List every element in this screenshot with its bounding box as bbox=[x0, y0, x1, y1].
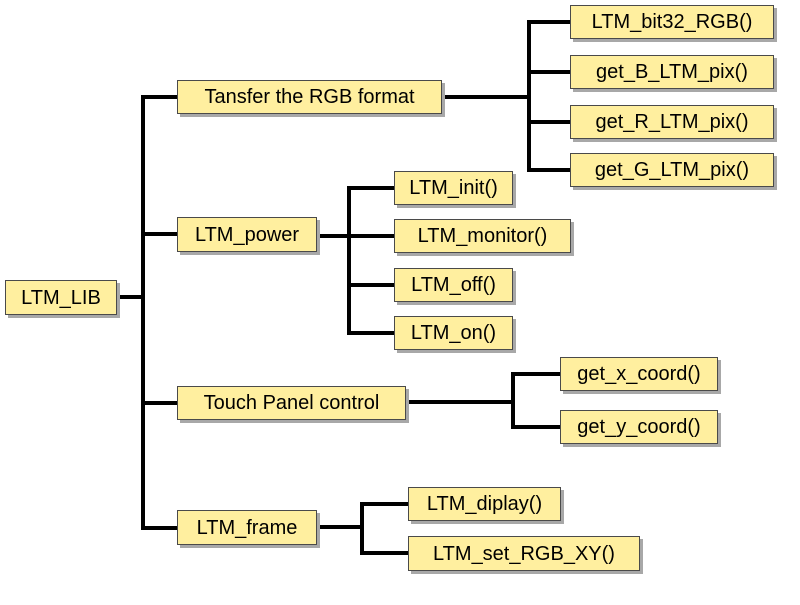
node-get-r-ltm-pix: get_R_LTM_pix() bbox=[570, 105, 774, 139]
node-get-y-coord: get_y_coord() bbox=[560, 410, 718, 444]
node-ltm-on: LTM_on() bbox=[394, 316, 513, 350]
node-ltm-init: LTM_init() bbox=[394, 171, 513, 205]
node-get-g-ltm-pix: get_G_LTM_pix() bbox=[570, 153, 774, 187]
node-label: get_G_LTM_pix() bbox=[594, 159, 750, 181]
node-label: LTM_power bbox=[194, 223, 300, 246]
node-label: get_B_LTM_pix() bbox=[596, 61, 748, 83]
node-label: LTM_on() bbox=[410, 322, 497, 344]
node-label: LTM_init() bbox=[409, 177, 498, 199]
node-ltm-lib: LTM_LIB bbox=[5, 280, 117, 315]
node-label: LTM_monitor() bbox=[417, 225, 548, 247]
node-label: LTM_frame bbox=[196, 516, 298, 539]
node-touch-panel-control: Touch Panel control bbox=[177, 386, 406, 420]
node-label: Tansfer the RGB format bbox=[204, 86, 415, 108]
node-label: get_x_coord() bbox=[577, 363, 701, 385]
node-ltm-bit32-rgb: LTM_bit32_RGB() bbox=[570, 5, 774, 39]
node-get-x-coord: get_x_coord() bbox=[560, 357, 718, 391]
node-label: LTM_off() bbox=[411, 274, 496, 296]
node-ltm-diplay: LTM_diplay() bbox=[408, 487, 561, 521]
node-ltm-frame: LTM_frame bbox=[177, 510, 317, 545]
node-label: get_R_LTM_pix() bbox=[595, 111, 749, 133]
node-label: LTM_set_RGB_XY() bbox=[433, 542, 615, 565]
node-label: LTM_bit32_RGB() bbox=[591, 11, 753, 33]
node-ltm-set-rgb-xy: LTM_set_RGB_XY() bbox=[408, 536, 640, 571]
node-label: get_y_coord() bbox=[577, 416, 701, 438]
node-ltm-power: LTM_power bbox=[177, 217, 317, 252]
node-get-b-ltm-pix: get_B_LTM_pix() bbox=[570, 55, 774, 89]
node-label: Touch Panel control bbox=[203, 392, 380, 414]
node-transfer-rgb-format: Tansfer the RGB format bbox=[177, 80, 442, 114]
node-ltm-monitor: LTM_monitor() bbox=[394, 219, 571, 253]
node-label: LTM_LIB bbox=[21, 286, 101, 309]
node-label: LTM_diplay() bbox=[426, 493, 543, 515]
node-ltm-off: LTM_off() bbox=[394, 268, 513, 302]
